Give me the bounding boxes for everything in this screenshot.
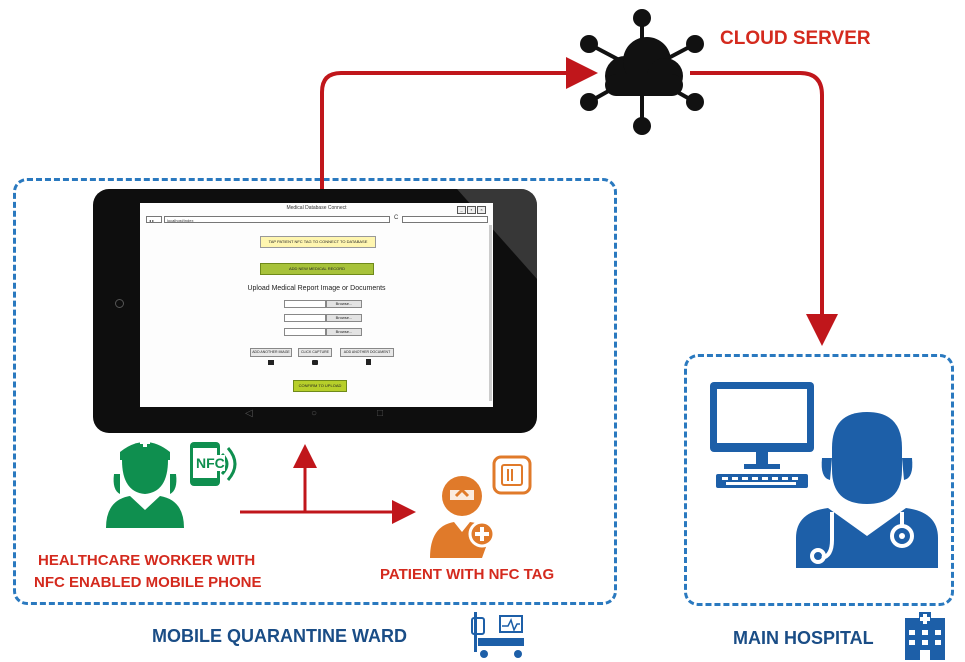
home-nav-icon[interactable]: ○ [311,408,318,419]
image-file-field[interactable] [284,328,326,336]
browse-button[interactable]: Browse... [326,300,362,308]
maximize-button[interactable]: ▪ [467,206,476,214]
computer-icon [710,382,814,488]
recent-nav-icon[interactable]: □ [377,408,384,419]
nfc-tag-icon [492,455,532,495]
browse-button[interactable]: Browse... [326,328,362,336]
main-hospital-zone [684,354,954,606]
mobile-ward-label: MOBILE QUARANTINE WARD [152,626,407,646]
image-icon [268,360,274,365]
add-another-image-button[interactable]: ADD ANOTHER IMAGE [250,348,292,357]
back-nav-icon[interactable]: ◁ [245,408,253,419]
minimize-button[interactable]: _ [457,206,466,214]
add-medical-record-button[interactable]: ADD NEW MEDICAL RECORD [260,263,374,275]
main-hospital-label: MAIN HOSPITAL [733,628,874,648]
hospital-bed-icon [471,612,524,658]
mobile-quarantine-ward-zone [13,178,617,605]
cloud-to-hospital-arrow [690,71,838,346]
address-bar[interactable]: localhost/index [164,216,390,223]
browse-button[interactable]: Browse... [326,314,362,322]
cloud-network-icon [580,9,704,135]
tablet-device: Medical Database Connect _ ▪ × ◂ ▸ local… [93,189,537,433]
image-file-field[interactable] [284,300,326,308]
cloud-server-label: CLOUD SERVER [720,28,871,49]
document-file-field[interactable] [284,314,326,322]
document-upload-row: Browse... [284,314,362,322]
tap-nfc-button[interactable]: TAP PATIENT NFC TAG TO CONNECT TO DATABA… [260,236,376,248]
hospital-building-icon [905,612,945,660]
tablet-camera [115,299,124,308]
scrollbar[interactable] [489,225,492,401]
app-window-title: Medical Database Connect [286,205,347,211]
doctor-icon [796,412,938,568]
close-button[interactable]: × [477,206,486,214]
camera-icon [312,360,318,365]
image-upload-row-2: Browse... [284,328,362,336]
refresh-icon[interactable]: C [394,215,399,221]
document-icon [366,359,371,365]
tablet-to-cloud-arrow [320,57,598,189]
upload-heading: Upload Medical Report Image or Documents [247,285,386,292]
nfc-badge-text: NFC [196,455,225,471]
search-field[interactable] [402,216,488,223]
confirm-upload-button[interactable]: CONFIRM TO UPLOAD [293,380,347,392]
patient-icon [430,476,496,558]
app-screen: Medical Database Connect _ ▪ × ◂ ▸ local… [140,203,493,407]
click-capture-button[interactable]: CLICK CAPTURE [298,348,332,357]
healthcare-worker-label-line1: HEALTHCARE WORKER WITH [38,552,256,569]
nurse-icon [106,437,184,528]
patient-label: PATIENT WITH NFC TAG [380,566,555,583]
image-upload-row: Browse... [284,300,362,308]
nav-arrows[interactable]: ◂ ▸ [146,216,162,223]
healthcare-worker-label-line2: NFC ENABLED MOBILE PHONE [34,574,262,591]
add-another-document-button[interactable]: ADD ANOTHER DOCUMENT [340,348,394,357]
